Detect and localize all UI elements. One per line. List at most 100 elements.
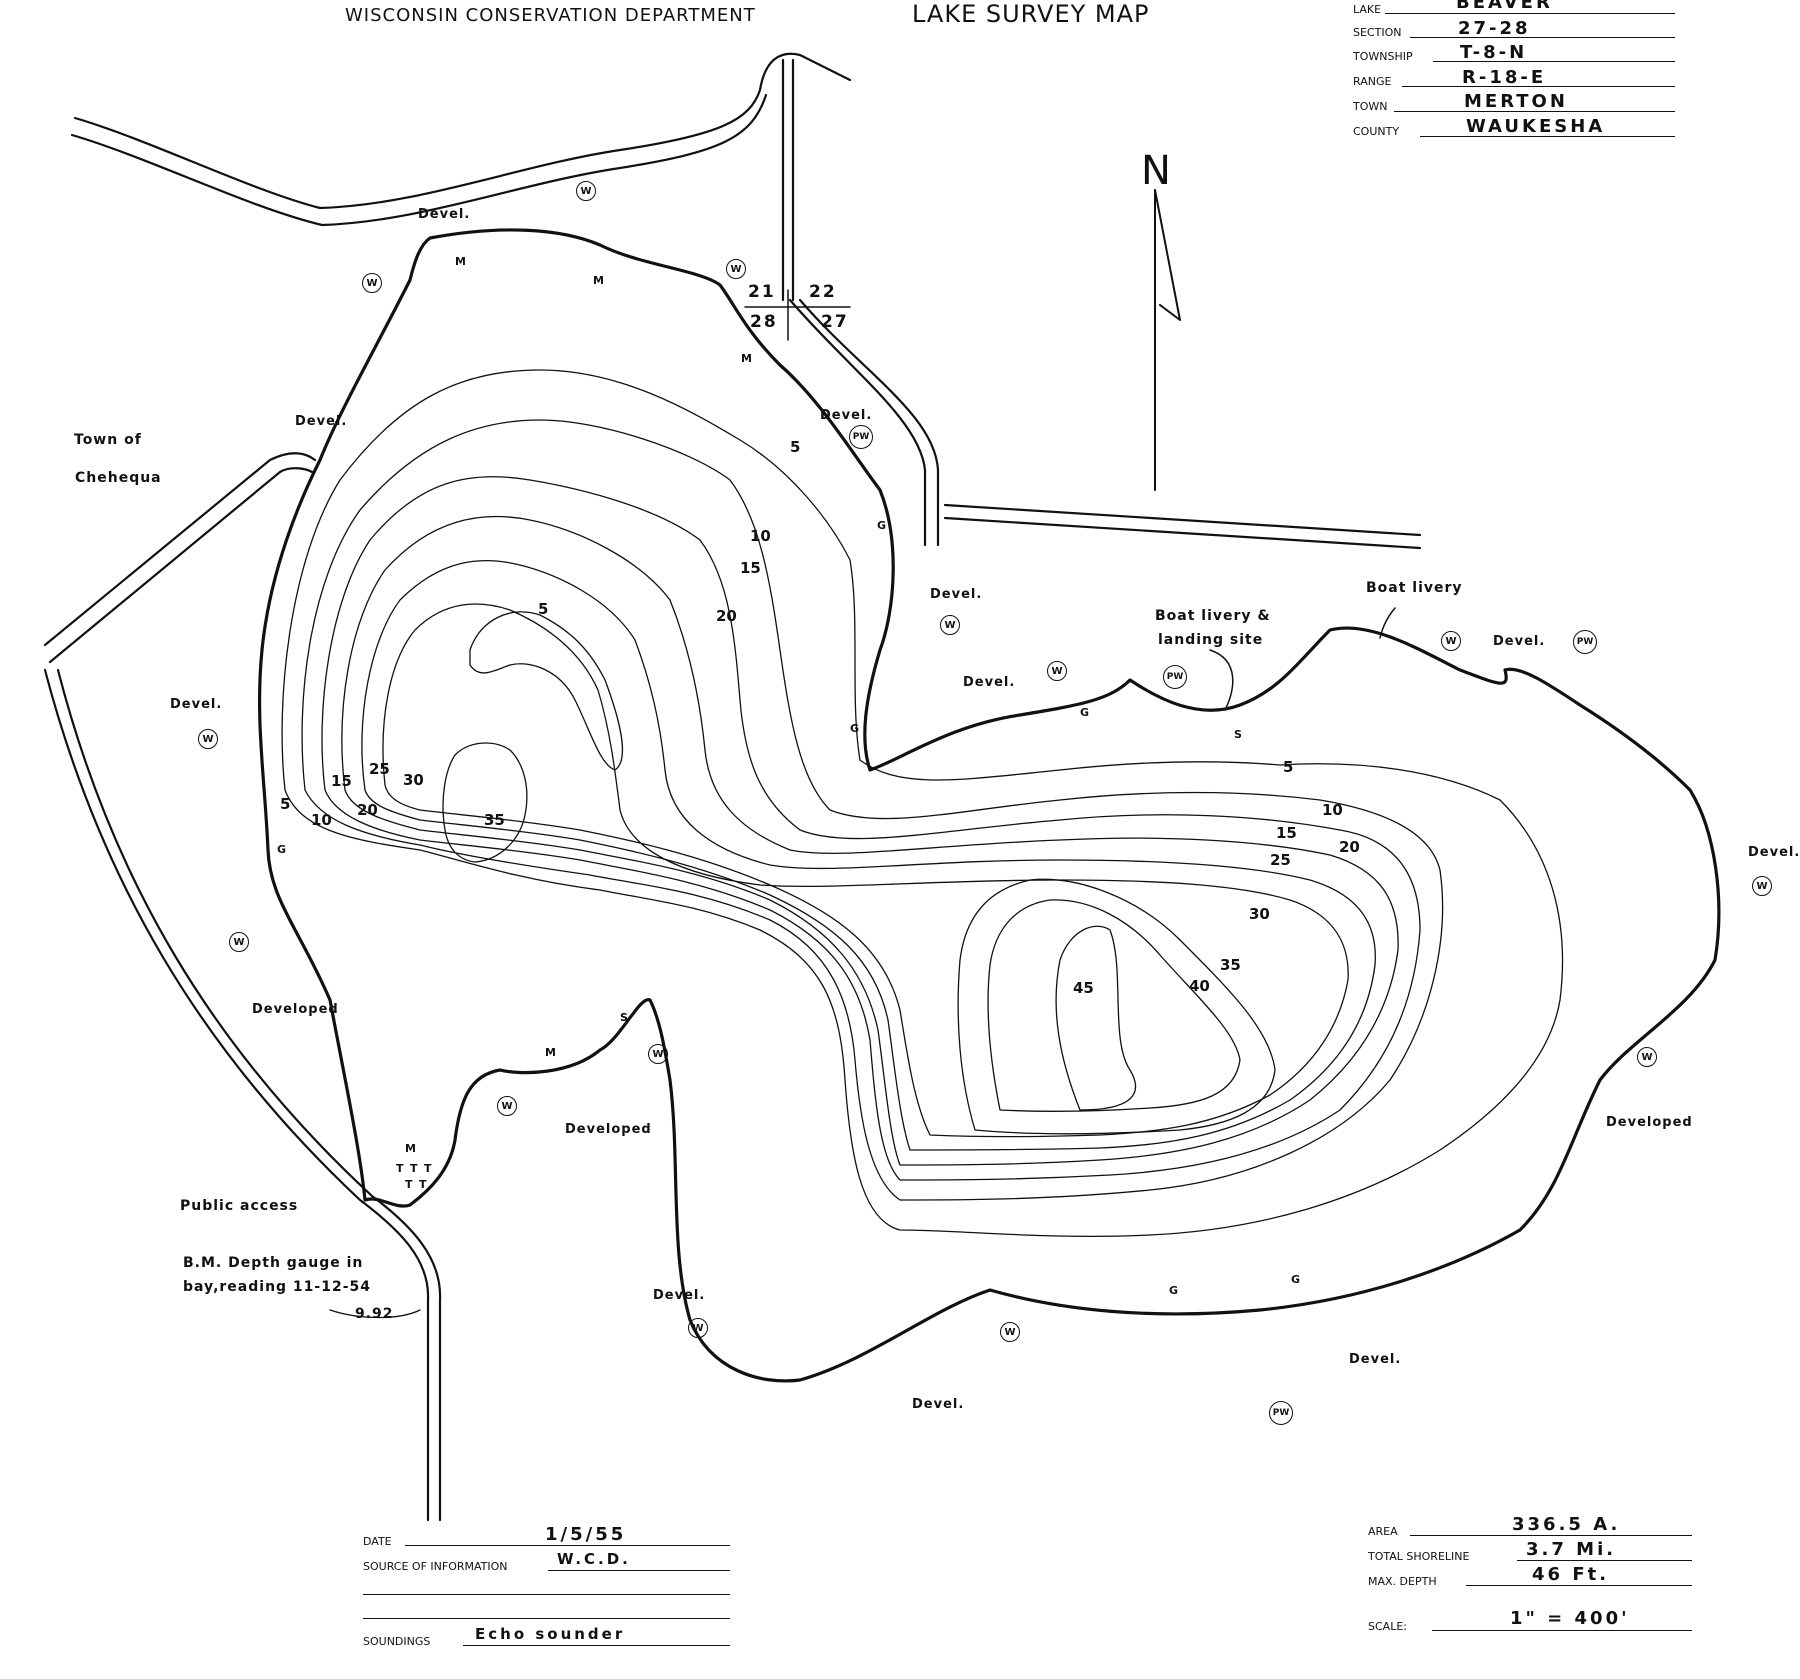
bottom-gravel-marker: G	[1080, 706, 1090, 719]
county-value: WAUKESHA	[1466, 116, 1606, 137]
township-value: T-8-N	[1460, 42, 1528, 63]
town-label: TOWN	[1353, 100, 1388, 113]
contour-5-west	[281, 369, 1564, 1238]
max-depth-label: MAX. DEPTH	[1368, 1575, 1437, 1588]
timber-marker: T	[405, 1178, 413, 1191]
range-label: RANGE	[1353, 75, 1392, 88]
bottom-muck-marker: M	[405, 1142, 416, 1155]
boat-livery-arrow	[1379, 607, 1396, 639]
bottom-gravel-marker: G	[850, 722, 860, 735]
well-icon: W	[648, 1044, 668, 1064]
timber-marker: T	[419, 1178, 427, 1191]
devel-label-east-road: Devel.	[930, 587, 983, 602]
max-depth-value: 46 Ft.	[1532, 1564, 1610, 1585]
depth-label-20: 20	[716, 607, 737, 625]
bottom-muck-marker: M	[455, 255, 466, 268]
devel-label-north-shore: Devel.	[963, 675, 1016, 690]
section-rule	[1410, 37, 1675, 38]
devel-label-north: Devel.	[418, 207, 471, 222]
boat-livery-landing-label-line2: landing site	[1158, 632, 1264, 648]
soundings-label: SOUNDINGS	[363, 1635, 431, 1648]
date-label: DATE	[363, 1535, 392, 1548]
depth-label-25: 25	[1270, 851, 1291, 869]
developed-label-south-bay: Developed	[565, 1122, 652, 1137]
range-rule	[1402, 86, 1675, 87]
soundings-rule	[463, 1645, 730, 1646]
bottom-gravel-marker: G	[877, 519, 887, 532]
private-well-icon: PW	[1573, 630, 1597, 654]
well-icon: W	[362, 273, 382, 293]
depth-label-15: 15	[1276, 824, 1297, 842]
well-icon: W	[688, 1318, 708, 1338]
devel-label-east-bay: Devel.	[1493, 634, 1546, 649]
bm-leader	[329, 1309, 421, 1319]
road-west-a	[43, 452, 317, 647]
section-number-21: 21	[748, 282, 776, 302]
depth-label-20: 20	[357, 801, 378, 819]
depth-label-15: 15	[740, 559, 761, 577]
devel-label-nw: Devel.	[295, 414, 348, 429]
well-icon: W	[229, 932, 249, 952]
blank-rule-1	[363, 1594, 730, 1595]
bottom-sand-marker: S	[620, 1011, 628, 1024]
max-depth-rule	[1466, 1585, 1692, 1586]
devel-label-far-east: Devel.	[1748, 845, 1800, 860]
chehequa-label: Chehequa	[75, 470, 162, 486]
town-of-label: Town of	[74, 432, 142, 448]
town-value: MERTON	[1464, 91, 1568, 112]
depth-label-30: 30	[1249, 905, 1270, 923]
road-sw-b	[56, 668, 442, 1522]
north-arrow-head	[1154, 189, 1181, 321]
lake-label: LAKE	[1353, 3, 1382, 16]
section-label: SECTION	[1353, 26, 1402, 39]
well-icon: W	[1441, 631, 1461, 651]
timber-marker: T	[410, 1162, 418, 1175]
road-north-curve-a	[73, 52, 852, 210]
area-value: 336.5 A.	[1512, 1514, 1621, 1535]
depth-label-40: 40	[1189, 977, 1210, 995]
section-number-22: 22	[809, 282, 837, 302]
bm-depth-gauge-line2: bay,reading 11-12-54	[183, 1279, 371, 1295]
scale-rule	[1432, 1630, 1692, 1631]
bottom-muck-marker: M	[593, 274, 604, 287]
bottom-gravel-marker: G	[1291, 1273, 1301, 1286]
shoreline-rule	[1517, 1560, 1692, 1561]
lake-rule	[1385, 13, 1675, 14]
depth-contours	[281, 369, 1564, 1238]
timber-marker: T	[424, 1162, 432, 1175]
source-value: W.C.D.	[557, 1550, 631, 1568]
depth-label-10: 10	[750, 527, 771, 545]
date-value: 1/5/55	[545, 1524, 627, 1545]
section-value: 27-28	[1458, 18, 1531, 39]
source-rule	[548, 1570, 730, 1571]
shoreline	[257, 228, 1721, 1383]
private-well-icon: PW	[1163, 665, 1187, 689]
well-icon: W	[497, 1096, 517, 1116]
well-icon: W	[576, 181, 596, 201]
contour-45	[1055, 925, 1137, 1111]
map-title: LAKE SURVEY MAP	[912, 0, 1150, 28]
depth-label-10: 10	[311, 811, 332, 829]
devel-label-south-east: Devel.	[1349, 1352, 1402, 1367]
depth-label-5: 5	[1283, 758, 1294, 776]
contour-5-inner-west	[469, 611, 624, 771]
depth-label-15: 15	[331, 772, 352, 790]
road-east-a	[943, 503, 1422, 537]
private-well-icon: PW	[849, 425, 873, 449]
source-label: SOURCE OF INFORMATION	[363, 1560, 508, 1573]
contour-20	[341, 515, 1399, 1166]
road-diagonal-a	[788, 298, 927, 547]
shoreline-label: TOTAL SHORELINE	[1368, 1550, 1470, 1563]
depth-label-5: 5	[538, 600, 549, 618]
bottom-muck-marker: M	[741, 352, 752, 365]
depth-label-5: 5	[790, 438, 801, 456]
county-label: COUNTY	[1353, 125, 1400, 138]
soundings-value: Echo sounder	[475, 1625, 626, 1643]
bottom-sand-marker: S	[1234, 728, 1242, 741]
developed-label-west: Developed	[252, 1002, 339, 1017]
depth-label-10: 10	[1322, 801, 1343, 819]
road-diagonal-b	[798, 298, 940, 547]
section-number-27: 27	[821, 312, 849, 332]
contour-10	[301, 419, 1444, 1201]
